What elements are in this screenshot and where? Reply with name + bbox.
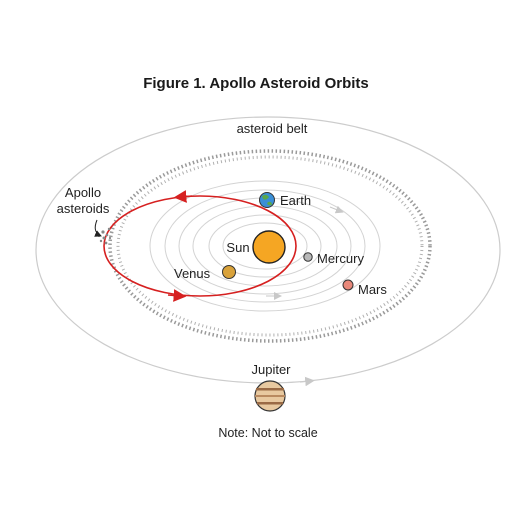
earth-label: Earth [280,193,311,208]
jupiter-icon [254,380,286,412]
jupiter-label: Jupiter [251,362,291,377]
apollo-label-line2: asteroids [57,201,110,216]
mercury-icon [303,252,313,262]
apollo-orbit-arrow-bottom [167,289,187,302]
venus-label: Venus [174,266,211,281]
asteroid-belt-label: asteroid belt [237,121,308,136]
venus-icon [222,265,236,279]
apollo-orbit [103,195,297,297]
earth-orbit-arrow [329,205,344,214]
apollo-label-line1: Apollo [65,185,101,200]
jupiter-orbit-arrow [299,376,315,387]
scale-note: Note: Not to scale [218,426,317,440]
figure-title: Figure 1. Apollo Asteroid Orbits [143,75,369,92]
sun-icon [252,230,286,264]
apollo-pointer-arrow [94,219,102,237]
apollo-asteroid-cluster [97,227,112,245]
mercury-label: Mercury [317,251,364,266]
apollo-orbit-arrow-top [173,190,193,203]
asteroid-belt [108,149,432,343]
mars-label: Mars [358,282,387,297]
sun-label: Sun [226,240,249,255]
earth-icon [259,192,275,208]
mars-icon [342,279,354,291]
